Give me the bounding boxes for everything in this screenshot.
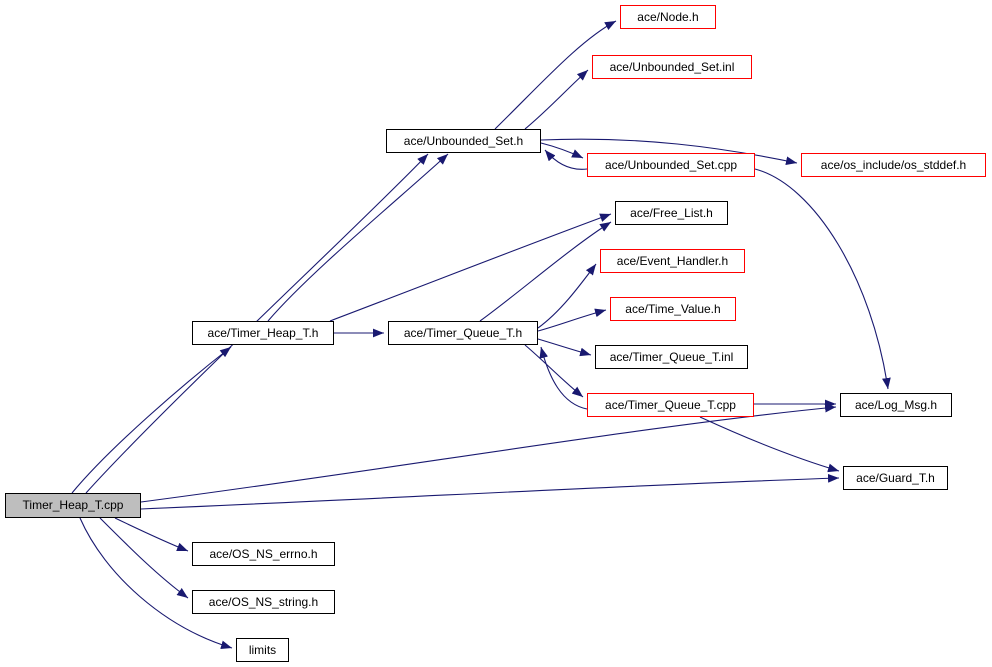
node-log_msg_h[interactable]: ace/Log_Msg.h [840, 393, 952, 417]
edge-timer_heap_t_cpp-to-timer_heap_t_h [71, 346, 232, 494]
node-timer_queue_t_h[interactable]: ace/Timer_Queue_T.h [388, 321, 538, 345]
edge-timer_queue_t_h-to-event_handler_h [537, 263, 597, 329]
node-unbounded_set_cpp[interactable]: ace/Unbounded_Set.cpp [587, 153, 755, 177]
edge-unbounded_set_h-to-unbounded_set_cpp [540, 142, 584, 159]
node-limits[interactable]: limits [236, 638, 289, 662]
edge-unbounded_set_cpp-to-log_msg_h [754, 168, 891, 390]
node-timer_heap_t_h[interactable]: ace/Timer_Heap_T.h [192, 321, 334, 345]
edge-timer_heap_t_cpp-to-os_ns_errno_h [114, 517, 189, 552]
node-free_list_h[interactable]: ace/Free_List.h [615, 201, 728, 225]
edge-unbounded_set_cpp-to-unbounded_set_h [544, 149, 588, 170]
node-event_handler_h[interactable]: ace/Event_Handler.h [600, 249, 745, 273]
node-guard_t_h[interactable]: ace/Guard_T.h [843, 466, 948, 490]
edge-timer_queue_t_cpp-to-guard_t_h [699, 416, 840, 473]
edge-timer_heap_t_h-to-unbounded_set_h [267, 153, 449, 322]
node-os_ns_string_h[interactable]: ace/OS_NS_string.h [192, 590, 335, 614]
edge-timer_queue_t_h-to-timer_queue_t_inl [537, 338, 592, 357]
edge-unbounded_set_h-to-unbounded_set_inl [524, 69, 589, 130]
edge-timer_queue_t_cpp-to-timer_queue_t_h [539, 346, 588, 410]
edge-unbounded_set_h-to-node_h [494, 20, 617, 130]
edge-timer_heap_t_cpp-to-limits [79, 517, 233, 650]
node-timer_heap_t_cpp: Timer_Heap_T.cpp [5, 493, 141, 518]
edge-timer_queue_t_h-to-timer_queue_t_cpp [524, 344, 584, 398]
node-os_stddef_h[interactable]: ace/os_include/os_stddef.h [801, 153, 986, 177]
node-os_ns_errno_h[interactable]: ace/OS_NS_errno.h [192, 542, 335, 566]
node-unbounded_set_inl[interactable]: ace/Unbounded_Set.inl [592, 55, 752, 79]
node-timer_queue_t_cpp[interactable]: ace/Timer_Queue_T.cpp [587, 393, 754, 417]
edge-timer_heap_t_h-to-free_list_h [329, 213, 612, 322]
node-time_value_h[interactable]: ace/Time_Value.h [610, 297, 736, 321]
edge-timer_heap_t_cpp-to-unbounded_set_h [85, 153, 429, 494]
edge-timer_queue_t_h-to-free_list_h [479, 221, 612, 322]
edge-timer_queue_t_h-to-time_value_h [537, 308, 607, 332]
node-timer_queue_t_inl[interactable]: ace/Timer_Queue_T.inl [595, 345, 748, 369]
edge-timer_heap_t_cpp-to-log_msg_h [140, 403, 837, 503]
node-node_h[interactable]: ace/Node.h [620, 5, 716, 29]
edge-timer_heap_t_cpp-to-os_ns_string_h [99, 517, 189, 599]
edge-unbounded_set_h-to-os_stddef_h [540, 138, 798, 166]
node-unbounded_set_h[interactable]: ace/Unbounded_Set.h [386, 129, 541, 153]
edge-timer_heap_t_cpp-to-guard_t_h [140, 473, 840, 510]
